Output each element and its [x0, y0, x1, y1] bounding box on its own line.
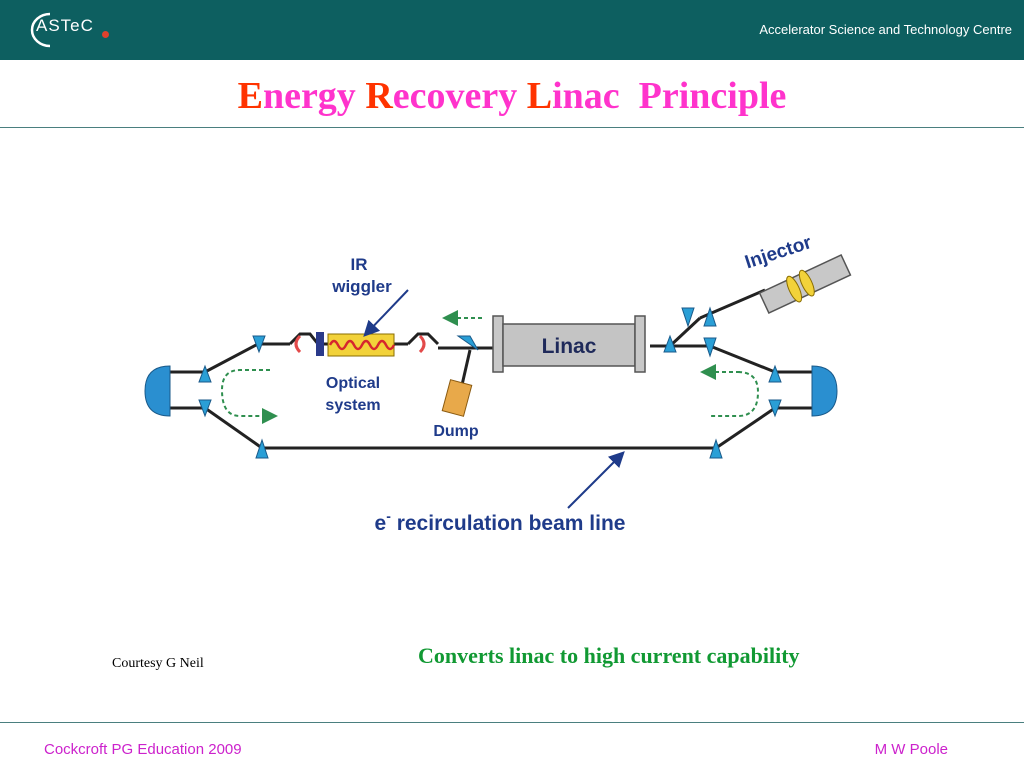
right-arc-magnet: [811, 365, 838, 417]
dump-label: Dump: [433, 423, 479, 440]
astec-logo: [30, 12, 51, 48]
title-part: inac Principle: [552, 75, 787, 117]
organization-name: Accelerator Science and Technology Centr…: [759, 22, 1012, 37]
footer-divider: [0, 722, 1024, 723]
quad-magnet: [703, 306, 717, 327]
ir-label: IR: [351, 255, 368, 274]
logo-dot: [102, 31, 109, 38]
linac-flange-right: [634, 315, 646, 373]
system-label: system: [325, 397, 380, 414]
linac-body: [502, 323, 636, 367]
bottom-right-diagonal: [715, 406, 776, 450]
erl-diagram: Linac IR wiggler Injector Optical system…: [144, 232, 852, 535]
logo-text: ASTeC: [36, 16, 94, 35]
caption: Converts linac to high current capabilit…: [418, 643, 800, 668]
quad-magnet: [709, 438, 723, 459]
title-divider: [0, 127, 1024, 128]
flow-arrows: [220, 310, 760, 424]
title-part: nergy: [262, 75, 366, 117]
quad-magnet: [663, 334, 677, 353]
quad-magnet: [198, 399, 212, 418]
wiggler-block: [316, 332, 324, 356]
injector-lens: [786, 275, 803, 303]
title-part: R: [365, 75, 393, 117]
chicane-left: [288, 332, 320, 346]
top-left-diagonal: [204, 342, 259, 374]
optical-mirror-left: [294, 334, 302, 354]
injector-label: Injector: [742, 232, 814, 273]
header-bar: ASTeC Accelerator Science and Technology…: [0, 0, 1024, 60]
bottom-left-diagonal: [204, 406, 263, 450]
quad-magnet: [681, 307, 695, 328]
quadrupole-magnets: [198, 306, 782, 459]
footer-author: M W Poole: [874, 741, 948, 758]
injector-lens: [798, 269, 815, 297]
wiggler-wave: [328, 339, 396, 351]
quad-magnet: [456, 335, 479, 351]
beamline-text: recirculation beam line: [391, 512, 626, 535]
quad-magnet: [252, 335, 266, 354]
quad-magnet: [768, 364, 782, 383]
optical-mirror-right: [418, 334, 426, 354]
beamline-prefix: e: [375, 512, 387, 535]
dump-line: [460, 349, 472, 386]
injector-gun: [758, 254, 852, 314]
linac-flange-left: [492, 315, 504, 373]
flow-arrow-right: [710, 371, 760, 417]
quad-magnet: [198, 364, 212, 383]
slide-title: Energy Recovery Linac Principle: [0, 74, 1024, 118]
quad-magnet: [255, 438, 269, 459]
quad-magnet: [703, 337, 717, 358]
beamline-superscript: -: [386, 508, 391, 524]
flow-arrow-left: [220, 369, 278, 424]
title-part: L: [526, 75, 553, 117]
footer-event: Cockcroft PG Education 2009: [44, 741, 242, 758]
beamline-pointer: [567, 451, 625, 509]
optical-label: Optical: [326, 375, 380, 392]
title-part: E: [237, 75, 263, 117]
injector-merge-line: [668, 316, 702, 348]
beamline-label: e- recirculation beam line: [375, 508, 626, 535]
left-arc-magnet: [144, 365, 171, 417]
title-part: ecovery: [392, 75, 527, 117]
courtesy-note: Courtesy G Neil: [112, 656, 204, 671]
dump-block: [441, 379, 473, 417]
wiggler-label: wiggler: [331, 277, 392, 296]
chicane-right: [406, 332, 440, 346]
quad-magnet: [768, 399, 782, 418]
top-right-diagonal: [709, 344, 776, 374]
beam-lines: [168, 288, 815, 450]
wiggler-pointer: [363, 289, 409, 337]
linac-label: Linac: [542, 335, 597, 358]
